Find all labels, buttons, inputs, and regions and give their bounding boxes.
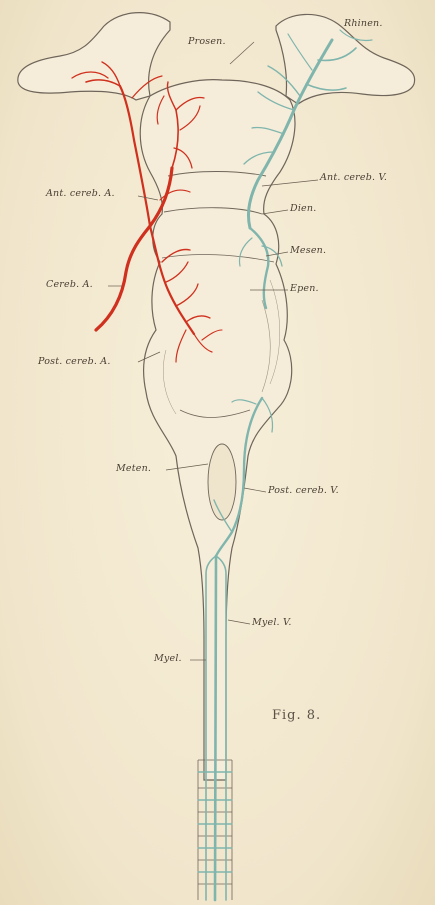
label-ant-cereb-v: Ant. cereb. V. xyxy=(320,172,387,183)
label-epen: Epen. xyxy=(290,283,319,294)
rhinencephalon-left xyxy=(18,13,170,100)
label-post-cereb-a: Post. cereb. A. xyxy=(38,356,111,367)
label-myel-v: Myel. V. xyxy=(252,617,292,628)
label-mesen: Mesen. xyxy=(290,245,326,256)
label-dien: Dien. xyxy=(290,203,316,214)
label-prosen: Prosen. xyxy=(188,36,226,47)
figure-caption: Fig. 8. xyxy=(272,708,321,723)
label-post-cereb-v: Post. cereb. V. xyxy=(268,485,339,496)
label-cereb-a: Cereb. A. xyxy=(46,279,93,290)
label-meten: Meten. xyxy=(116,463,151,474)
label-ant-cereb-a: Ant. cereb. A. xyxy=(46,188,115,199)
label-myel: Myel. xyxy=(154,653,182,664)
label-rhinen: Rhinen. xyxy=(344,18,383,29)
